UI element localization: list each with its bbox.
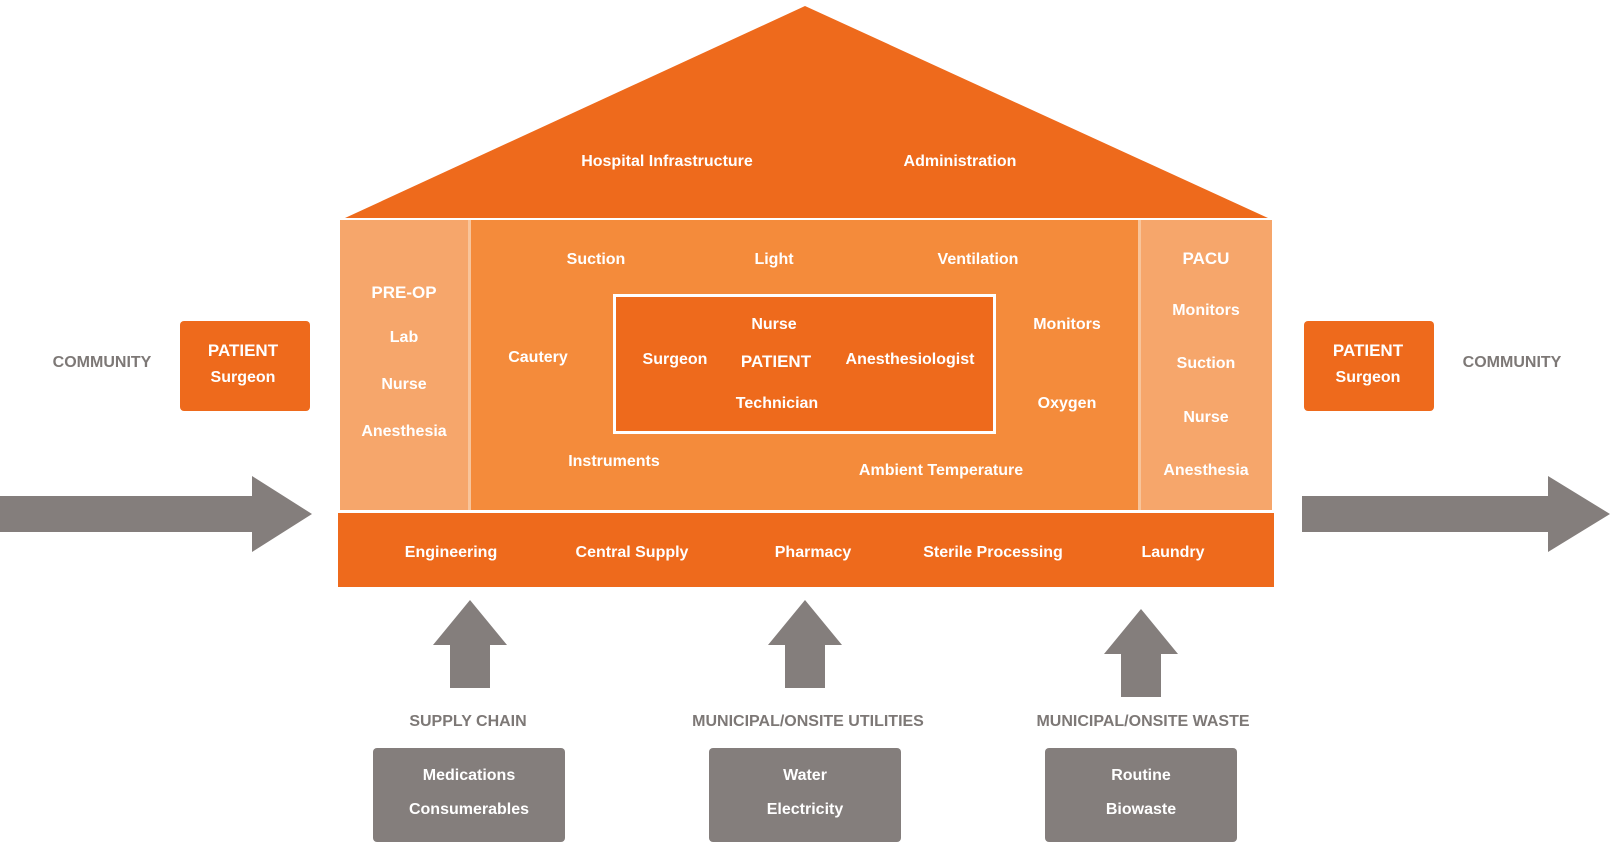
right-flow-arrow bbox=[1302, 476, 1610, 552]
or-ambient-temperature: Ambient Temperature bbox=[858, 462, 1024, 479]
input-line: Electricity bbox=[766, 801, 844, 818]
or-ventilation: Ventilation bbox=[937, 251, 1019, 268]
core-anesthesiologist: Anesthesiologist bbox=[845, 351, 975, 368]
roof-label-infrastructure: Hospital Infrastructure bbox=[581, 153, 753, 170]
base-item-pharmacy: Pharmacy bbox=[774, 544, 852, 561]
divider-left bbox=[468, 220, 471, 510]
input-box-utilities bbox=[709, 748, 901, 842]
or-light: Light bbox=[754, 251, 794, 268]
input-line: Medications bbox=[422, 767, 516, 784]
pre-op-title: PRE-OP bbox=[371, 283, 437, 302]
core-patient: PATIENT bbox=[740, 352, 812, 371]
pre-op-item: Anesthesia bbox=[361, 423, 447, 440]
left-flow-arrow bbox=[0, 476, 312, 552]
pre-op-panel bbox=[340, 220, 468, 510]
patient-box-right bbox=[1304, 321, 1434, 411]
divider-right bbox=[1138, 220, 1141, 510]
support-services-base bbox=[338, 513, 1274, 587]
input-line: Biowaste bbox=[1105, 801, 1177, 818]
input-title-utilities: MUNICIPAL/ONSITE UTILITIES bbox=[692, 713, 924, 730]
core-technician: Technician bbox=[735, 395, 819, 412]
core-surgeon: Surgeon bbox=[642, 351, 708, 368]
waste-up-arrow bbox=[1104, 609, 1178, 697]
patient-core-box bbox=[613, 294, 996, 434]
patient-box-left-sub: Surgeon bbox=[210, 369, 276, 386]
pacu-item: Nurse bbox=[1183, 409, 1229, 426]
pacu-item: Monitors bbox=[1172, 302, 1240, 319]
pacu-item: Anesthesia bbox=[1163, 462, 1249, 479]
utilities-up-arrow bbox=[768, 600, 842, 688]
or-monitors: Monitors bbox=[1033, 316, 1101, 333]
or-cautery: Cautery bbox=[508, 349, 568, 366]
base-item-sterile-processing: Sterile Processing bbox=[923, 544, 1063, 561]
supply-chain-up-arrow bbox=[433, 600, 507, 688]
or-suction: Suction bbox=[566, 251, 626, 268]
input-title-supply-chain: SUPPLY CHAIN bbox=[409, 713, 527, 730]
pre-op-item: Lab bbox=[389, 329, 419, 346]
input-line: Water bbox=[783, 767, 827, 784]
patient-box-left bbox=[180, 321, 310, 411]
core-nurse: Nurse bbox=[751, 316, 797, 333]
patient-box-right-title: PATIENT bbox=[1332, 341, 1404, 360]
input-line: Consumerables bbox=[408, 801, 530, 818]
base-item-engineering: Engineering bbox=[404, 544, 498, 561]
base-item-central-supply: Central Supply bbox=[575, 544, 689, 561]
roof-label-administration: Administration bbox=[903, 153, 1017, 170]
pacu-panel bbox=[1140, 220, 1272, 510]
pacu-item: Suction bbox=[1176, 355, 1236, 372]
input-line: Routine bbox=[1111, 767, 1171, 784]
patient-box-left-title: PATIENT bbox=[207, 341, 279, 360]
or-instruments: Instruments bbox=[568, 453, 660, 470]
input-title-waste: MUNICIPAL/ONSITE WASTE bbox=[1036, 713, 1250, 730]
pre-op-item: Nurse bbox=[381, 376, 427, 393]
base-item-laundry: Laundry bbox=[1141, 544, 1205, 561]
community-label-right: COMMUNITY bbox=[1462, 354, 1562, 371]
or-oxygen: Oxygen bbox=[1037, 395, 1097, 412]
input-box-supply-chain bbox=[373, 748, 565, 842]
input-box-waste bbox=[1045, 748, 1237, 842]
patient-box-right-sub: Surgeon bbox=[1335, 369, 1401, 386]
pacu-title: PACU bbox=[1182, 249, 1230, 268]
community-label-left: COMMUNITY bbox=[52, 354, 152, 371]
